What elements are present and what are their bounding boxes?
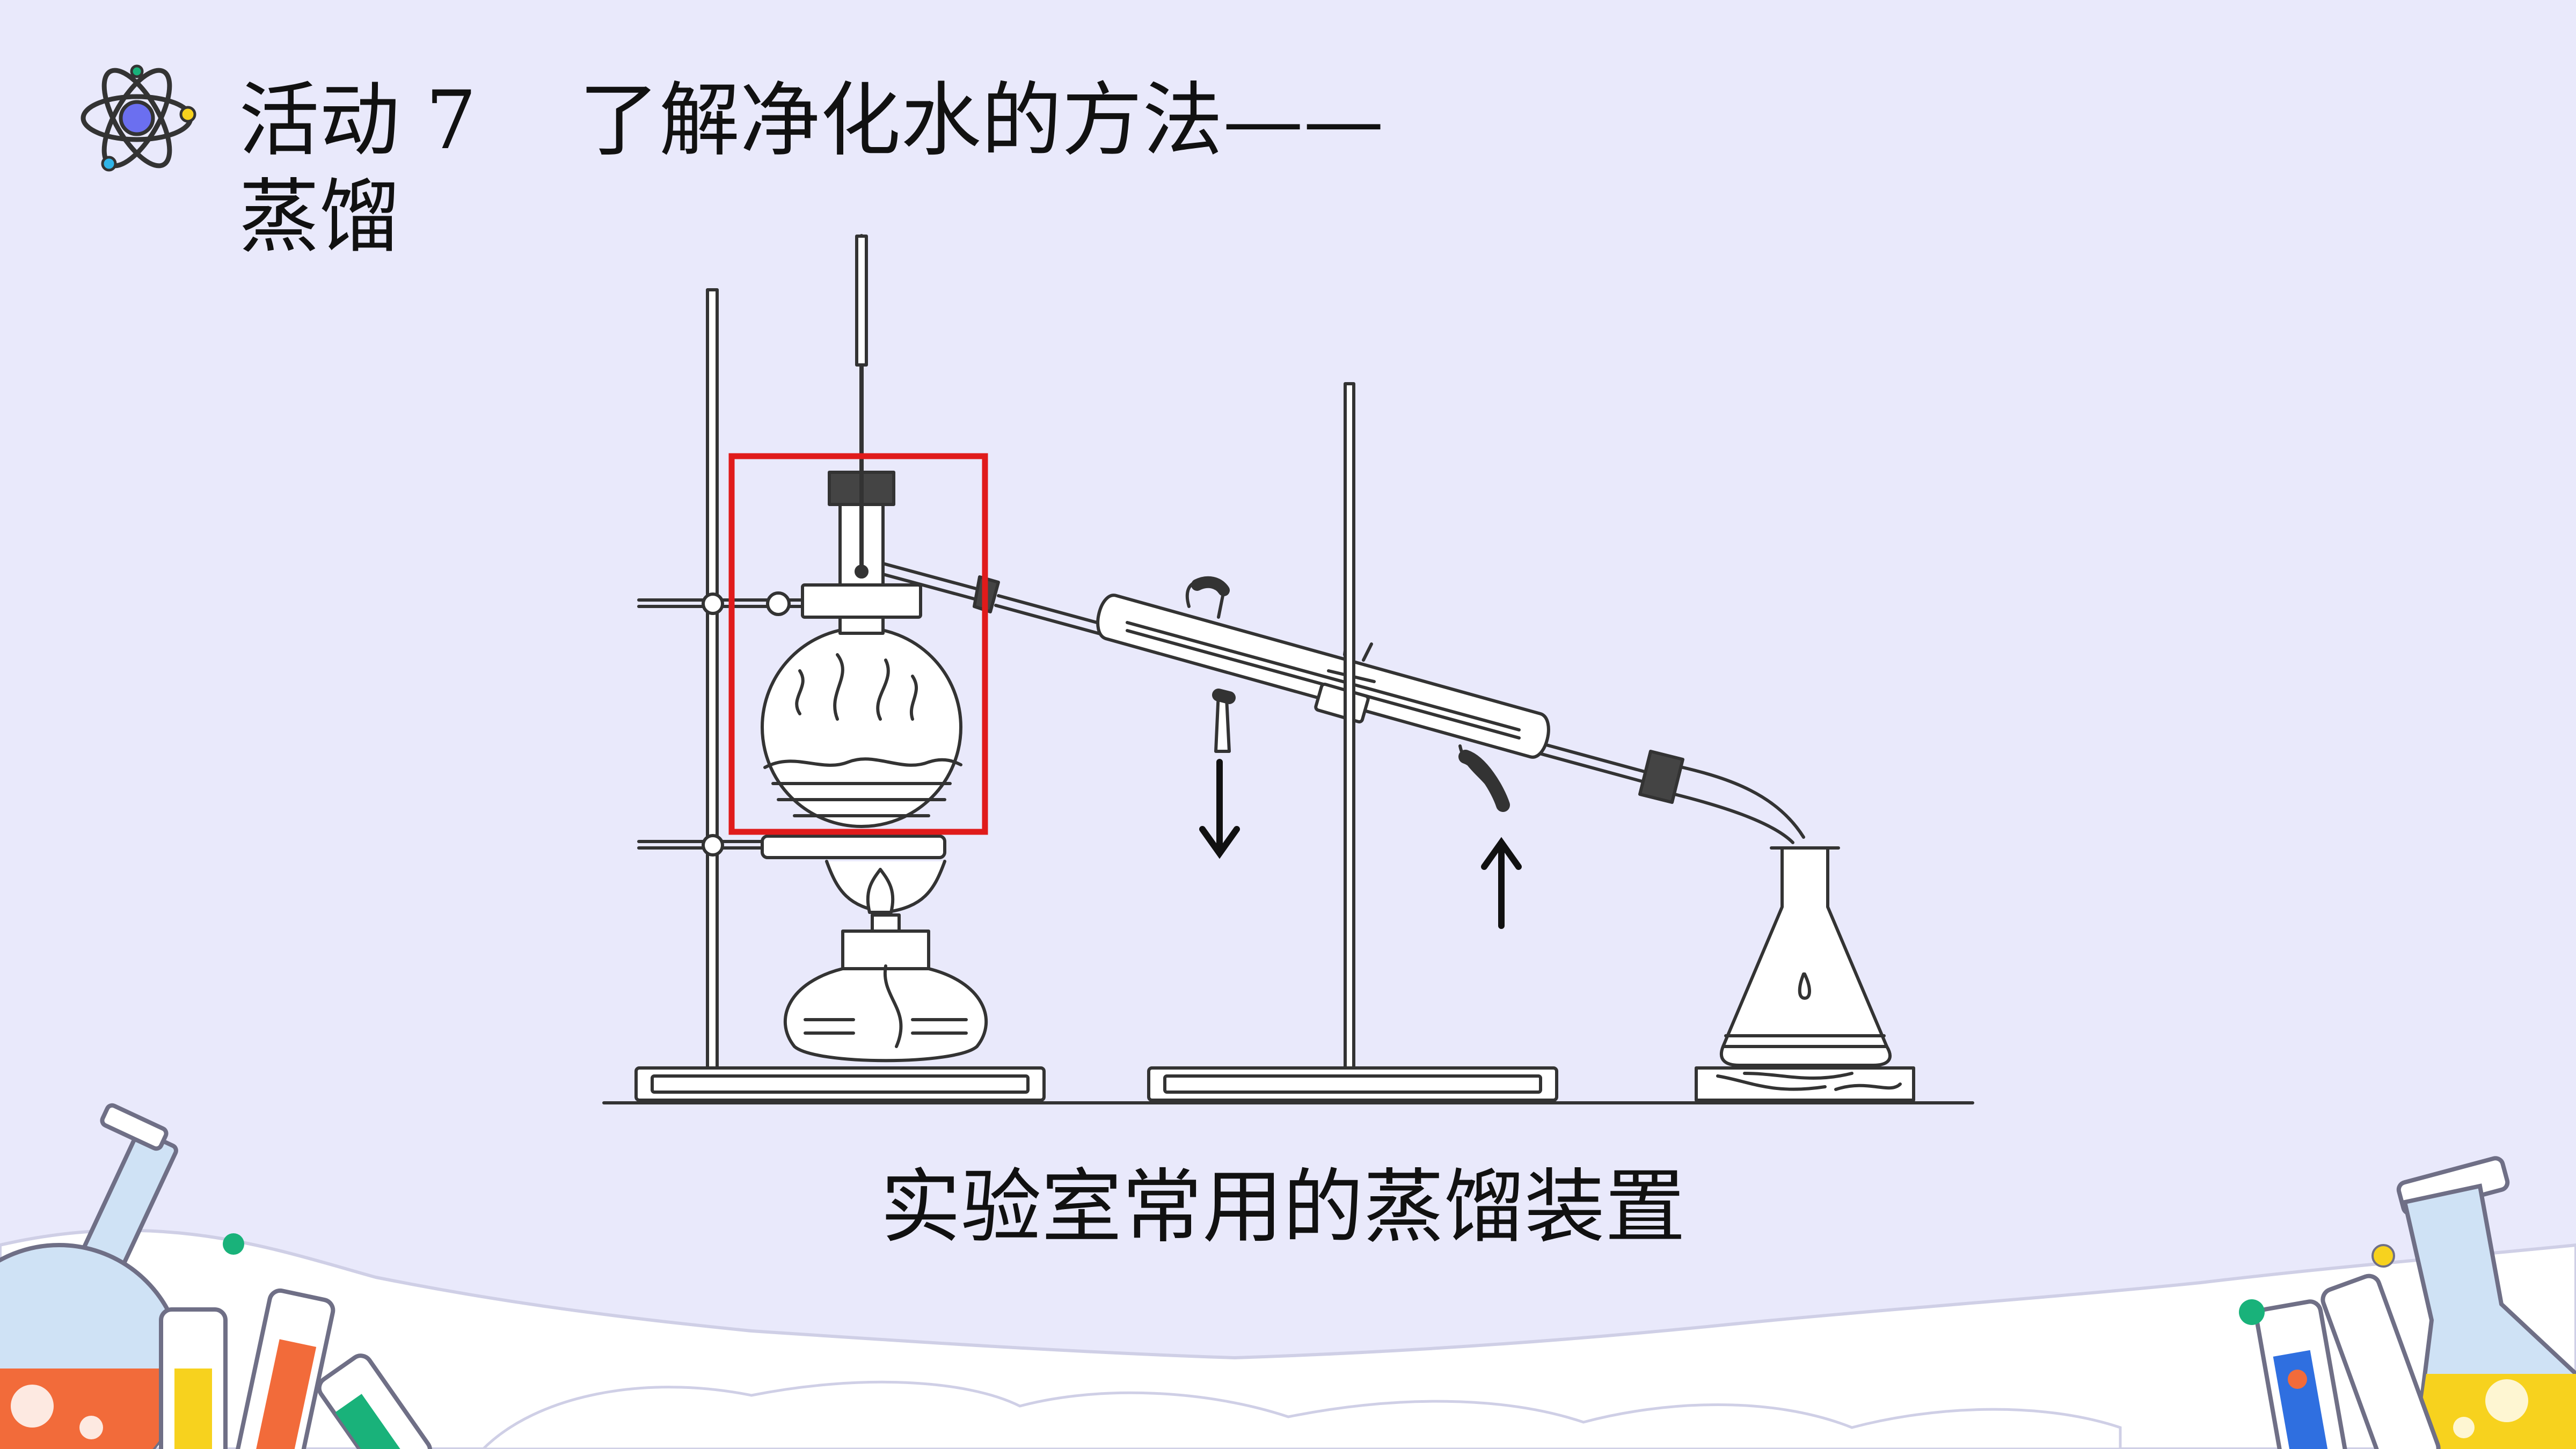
iron-stand	[634, 288, 1046, 1102]
conical-flask	[1695, 846, 1915, 1102]
thermometer	[855, 234, 869, 579]
alcohol-lamp	[784, 860, 988, 1063]
round-flask-icon	[0, 1103, 185, 1449]
test-tube-icon	[2254, 1274, 2441, 1449]
atom-icon	[81, 64, 196, 172]
activity-label: 活动 7	[239, 74, 477, 167]
distillation-flask	[761, 471, 984, 828]
condenser	[973, 575, 1805, 844]
topic-title: 了解净化水的方法——	[579, 74, 1384, 167]
test-tube-icon	[159, 1288, 433, 1449]
water-flow-arrows	[1199, 759, 1522, 929]
conical-flask-icon	[2396, 1156, 2576, 1449]
highlight-box	[728, 453, 988, 835]
figure-caption: 实验室常用的蒸馏装置	[880, 1161, 1686, 1254]
subtopic-title: 蒸馏	[239, 171, 400, 264]
iron-stand	[1147, 382, 1558, 1102]
